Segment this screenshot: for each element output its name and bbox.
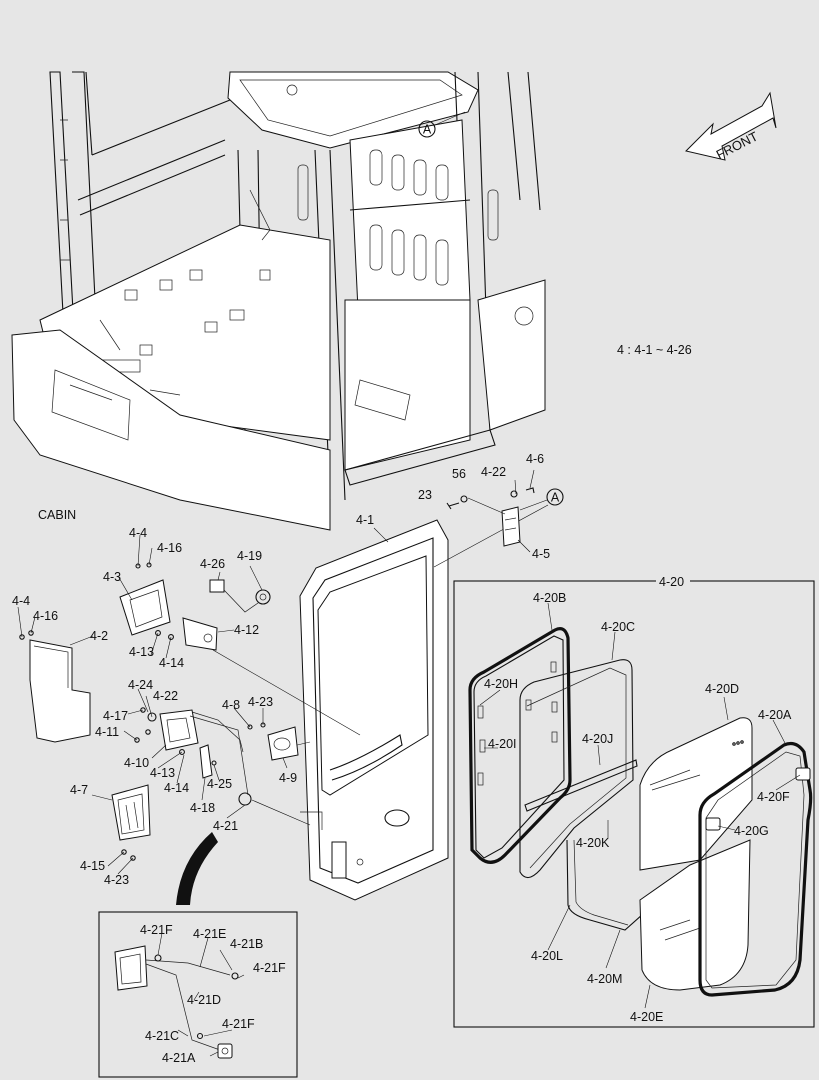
range-note: 4 : 4-1 ~ 4-26 xyxy=(617,343,692,357)
part-label-p4-21: 4-21 xyxy=(213,819,238,833)
part-label-p4-1: 4-1 xyxy=(356,513,374,527)
part-label-p4-14a: 4-14 xyxy=(159,656,184,670)
part-label-ref-marker: A xyxy=(551,491,560,505)
part-label-p4-20h: 4-20H xyxy=(484,677,518,691)
part-label-p56: 56 xyxy=(452,467,466,481)
part-label-p4-10: 4-10 xyxy=(124,756,149,770)
part-label-p4-17: 4-17 xyxy=(103,709,128,723)
part-label-p4-19: 4-19 xyxy=(237,549,262,563)
part-label-p4-24: 4-24 xyxy=(128,678,153,692)
part-label-p4-2: 4-2 xyxy=(90,629,108,643)
part-label-p4-8: 4-8 xyxy=(222,698,240,712)
part-label-p4-21d: 4-21D xyxy=(187,993,221,1007)
part-label-p4-20g: 4-20G xyxy=(734,824,769,838)
part-label-p4-21c: 4-21C xyxy=(145,1029,179,1043)
part-label-p4-21a: 4-21A xyxy=(162,1051,196,1065)
ref-marker-a-top: A xyxy=(418,111,466,138)
part-label-p4-20b: 4-20B xyxy=(533,591,566,605)
part-label-p4-20d: 4-20D xyxy=(705,682,739,696)
part-label-p4-14b: 4-14 xyxy=(164,781,189,795)
part-label-p4-13b: 4-13 xyxy=(150,766,175,780)
part-label-p4-20l: 4-20L xyxy=(531,949,563,963)
part-label-p4-20f: 4-20F xyxy=(757,790,790,804)
front-arrow: FRONT xyxy=(685,91,777,162)
part-label-p4-13a: 4-13 xyxy=(129,645,154,659)
part-label-p4-7: 4-7 xyxy=(70,783,88,797)
part-label-p4-26: 4-26 xyxy=(200,557,225,571)
part-label-p4-20k: 4-20K xyxy=(576,836,610,850)
part-label-p4-6: 4-6 xyxy=(526,452,544,466)
cabin-frame xyxy=(11,71,546,531)
part-label-p4-22b: 4-22 xyxy=(481,465,506,479)
part-label-p4-21f-b: 4-21F xyxy=(253,961,286,975)
part-label-p4-12: 4-12 xyxy=(234,623,259,637)
hinge-parts-top: A xyxy=(446,469,564,553)
part-label-p4-4b: 4-4 xyxy=(12,594,30,608)
part-label-p4-22a: 4-22 xyxy=(153,689,178,703)
detail-4-21-box xyxy=(98,911,298,1078)
part-label-p4-23a: 4-23 xyxy=(248,695,273,709)
part-label-p4-3: 4-3 xyxy=(103,570,121,584)
part-label-p4-16b: 4-16 xyxy=(33,609,58,623)
part-label-p4-16a: 4-16 xyxy=(157,541,182,555)
detail-4-20-box xyxy=(453,574,815,1028)
door-panel xyxy=(299,519,449,901)
detail-pointer-arrow xyxy=(176,832,218,905)
part-label-p4-20c: 4-20C xyxy=(601,620,635,634)
part-label-p4-15: 4-15 xyxy=(80,859,105,873)
part-label-p4-20a: 4-20A xyxy=(758,708,792,722)
part-label-p4-9: 4-9 xyxy=(279,771,297,785)
part-label-p4-20j: 4-20J xyxy=(582,732,613,746)
part-label-p4-18: 4-18 xyxy=(190,801,215,815)
part-label-p4-25: 4-25 xyxy=(207,777,232,791)
part-label-ref-marker: A xyxy=(423,123,432,137)
part-label-p4-21b: 4-21B xyxy=(230,937,263,951)
left-parts xyxy=(17,534,299,875)
part-label-p4-20m: 4-20M xyxy=(587,972,622,986)
part-label-p23: 23 xyxy=(418,488,432,502)
part-label-p4-5: 4-5 xyxy=(532,547,550,561)
part-label-p4-21e: 4-21E xyxy=(193,927,226,941)
part-label-p4-21f-c: 4-21F xyxy=(222,1017,255,1031)
cabin-label: CABIN xyxy=(38,508,76,522)
part-label-p4-20: 4-20 xyxy=(659,575,684,589)
part-label-p4-23b: 4-23 xyxy=(104,873,129,887)
part-label-p4-20e: 4-20E xyxy=(630,1010,663,1024)
part-label-p4-21f-a: 4-21F xyxy=(140,923,173,937)
part-label-p4-20i: 4-20I xyxy=(488,737,517,751)
part-label-p4-11: 4-11 xyxy=(95,725,119,739)
part-label-p4-4a: 4-4 xyxy=(129,526,147,540)
